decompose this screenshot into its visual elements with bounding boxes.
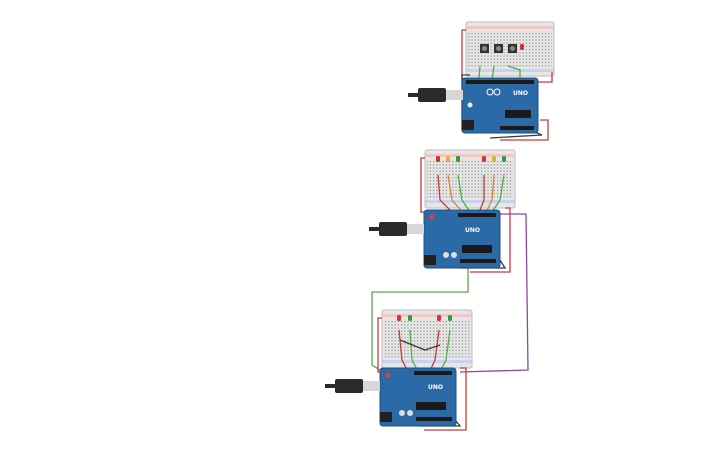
led-red[interactable]: [520, 44, 524, 50]
arduino-board[interactable]: UNO: [461, 77, 539, 134]
circuit-middle[interactable]: UNO: [369, 149, 529, 373]
usb-cable: [408, 88, 463, 102]
board-label: UNO: [428, 384, 443, 391]
push-button[interactable]: [480, 44, 489, 53]
push-button[interactable]: [494, 44, 503, 53]
circuit-bottom[interactable]: UNO: [325, 309, 473, 431]
breadboard[interactable]: [381, 309, 473, 369]
led-green[interactable]: [448, 315, 452, 321]
led-green[interactable]: [456, 156, 460, 162]
push-button[interactable]: [508, 44, 517, 53]
usb-cable: [369, 222, 424, 236]
circuit-top[interactable]: UNO: [408, 21, 555, 141]
led-green[interactable]: [408, 315, 412, 321]
led-yellow[interactable]: [492, 156, 496, 162]
board-label: UNO: [465, 227, 480, 234]
led-yellow[interactable]: [446, 156, 450, 162]
led-green[interactable]: [502, 156, 506, 162]
arduino-board[interactable]: UNO: [423, 209, 501, 269]
led-red[interactable]: [437, 315, 441, 321]
board-label: UNO: [513, 90, 528, 97]
led-red[interactable]: [482, 156, 486, 162]
led-red[interactable]: [397, 315, 401, 321]
usb-cable: [325, 379, 380, 393]
arduino-board[interactable]: UNO: [379, 367, 457, 427]
led-red[interactable]: [436, 156, 440, 162]
